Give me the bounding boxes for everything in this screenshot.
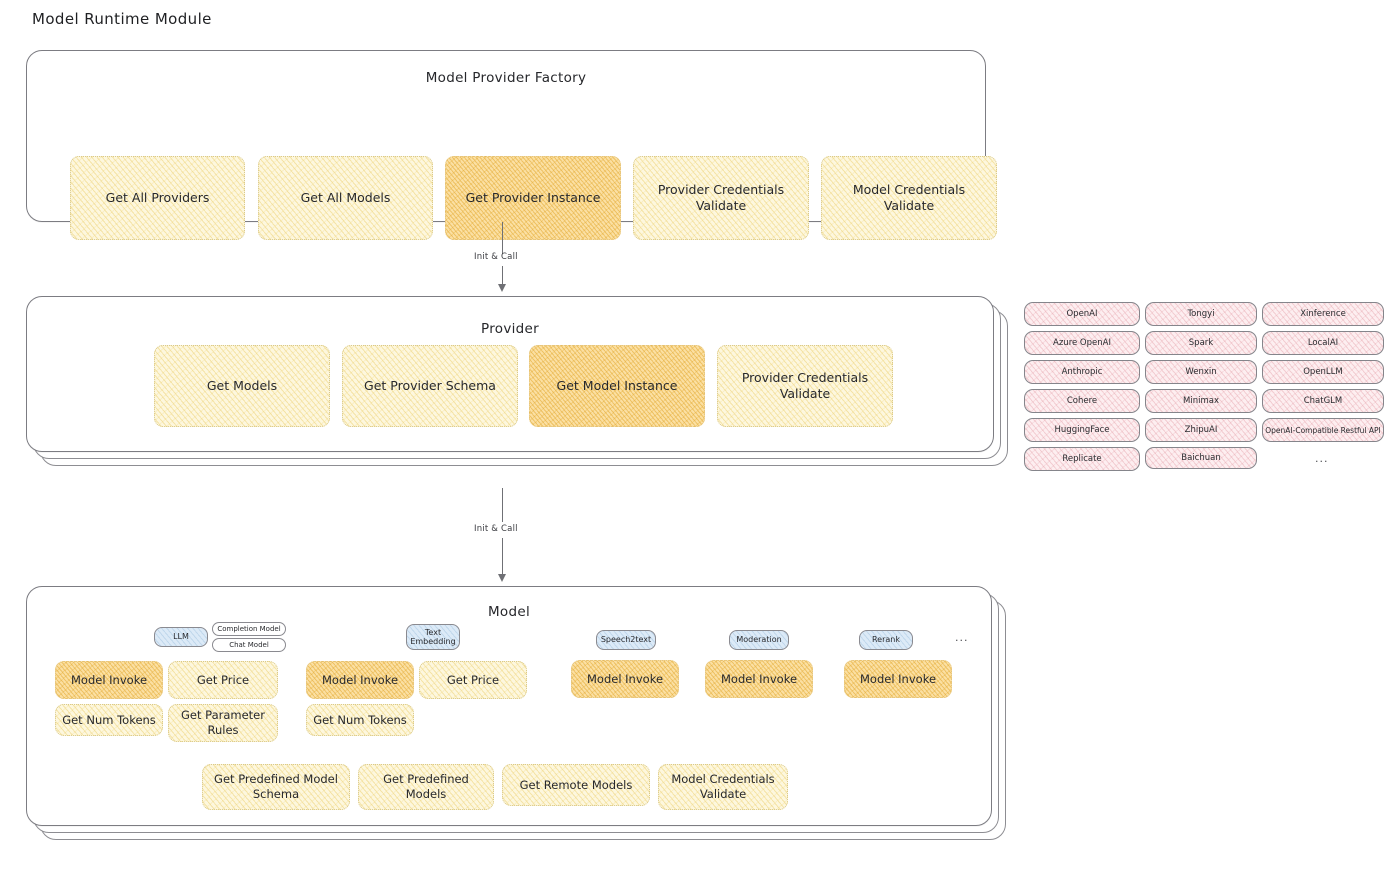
model-op-moderation-model-invoke[interactable]: Model Invoke	[705, 660, 813, 698]
provider-node-get-provider-schema[interactable]: Get Provider Schema	[342, 345, 518, 427]
model-op-llm-model-invoke[interactable]: Model Invoke	[55, 661, 163, 699]
provider-chip-xinference[interactable]: Xinference	[1262, 302, 1384, 326]
provider-chip-huggingface[interactable]: HuggingFace	[1024, 418, 1140, 442]
provider-chip-openai-compatible-restful-api[interactable]: OpenAI-Compatible Restful API	[1262, 418, 1384, 442]
provider-chip-replicate[interactable]: Replicate	[1024, 447, 1140, 471]
provider-chip-localai[interactable]: LocalAI	[1262, 331, 1384, 355]
provider-chip-azure-openai[interactable]: Azure OpenAI	[1024, 331, 1140, 355]
provider-node-get-model-instance[interactable]: Get Model Instance	[529, 345, 705, 427]
provider-chip-anthropic[interactable]: Anthropic	[1024, 360, 1140, 384]
model-op-llm-get-num-tokens[interactable]: Get Num Tokens	[55, 704, 163, 736]
model-op-text-embedding-get-num-tokens[interactable]: Get Num Tokens	[306, 704, 414, 736]
factory-node-get-all-models[interactable]: Get All Models	[258, 156, 433, 240]
model-common-op-get-predefined-models[interactable]: Get Predefined Models	[358, 764, 494, 810]
provider-chip-openai[interactable]: OpenAI	[1024, 302, 1140, 326]
provider-list: OpenAI Azure OpenAI Anthropic Cohere Hug…	[1024, 300, 1384, 475]
provider-title: Provider	[481, 321, 539, 337]
model-op-text-embedding-get-price[interactable]: Get Price	[419, 661, 527, 699]
model-title: Model	[487, 604, 531, 620]
model-type-badge-speech2text[interactable]: Speech2text	[596, 630, 656, 650]
arrow-factory-to-provider-label: Init & Call	[474, 252, 518, 262]
model-type-badge-llm[interactable]: LLM	[154, 627, 208, 647]
factory-node-provider-credentials-validate[interactable]: Provider Credentials Validate	[633, 156, 809, 240]
provider-container: Provider Get Models Get Provider Schema …	[26, 296, 1008, 472]
model-type-badge-text-embedding[interactable]: Text Embedding	[406, 624, 460, 650]
model-op-rerank-model-invoke[interactable]: Model Invoke	[844, 660, 952, 698]
provider-chip-zhipuai[interactable]: ZhipuAI	[1145, 418, 1257, 442]
model-common-op-get-remote-models[interactable]: Get Remote Models	[502, 764, 650, 806]
provider-chip-wenxin[interactable]: Wenxin	[1145, 360, 1257, 384]
provider-list-more: ...	[1315, 452, 1329, 465]
arrow-provider-to-model-head	[498, 574, 506, 582]
model-container: Model LLM Completion Model Chat Model Mo…	[26, 586, 1006, 848]
model-provider-factory-container: Model Provider Factory Get All Providers…	[26, 50, 997, 240]
model-subtype-badge-completion-model[interactable]: Completion Model	[212, 622, 286, 636]
model-op-text-embedding-model-invoke[interactable]: Model Invoke	[306, 661, 414, 699]
provider-chip-openllm[interactable]: OpenLLM	[1262, 360, 1384, 384]
model-common-op-model-credentials-validate[interactable]: Model Credentials Validate	[658, 764, 788, 810]
provider-chip-cohere[interactable]: Cohere	[1024, 389, 1140, 413]
provider-chip-chatglm[interactable]: ChatGLM	[1262, 389, 1384, 413]
arrow-factory-to-provider-head	[498, 284, 506, 292]
model-op-speech2text-model-invoke[interactable]: Model Invoke	[571, 660, 679, 698]
provider-chip-baichuan[interactable]: Baichuan	[1145, 447, 1257, 469]
factory-node-get-all-providers[interactable]: Get All Providers	[70, 156, 245, 240]
factory-node-model-credentials-validate[interactable]: Model Credentials Validate	[821, 156, 997, 240]
model-subtype-badge-chat-model[interactable]: Chat Model	[212, 638, 286, 652]
provider-chip-spark[interactable]: Spark	[1145, 331, 1257, 355]
model-provider-factory-title: Model Provider Factory	[425, 70, 587, 86]
provider-node-get-models[interactable]: Get Models	[154, 345, 330, 427]
arrow-provider-to-model-label: Init & Call	[474, 524, 518, 534]
factory-node-get-provider-instance[interactable]: Get Provider Instance	[445, 156, 621, 240]
arrow-factory-to-provider-line	[502, 222, 504, 254]
page-title: Model Runtime Module	[32, 10, 212, 28]
model-common-op-get-predefined-model-schema[interactable]: Get Predefined Model Schema	[202, 764, 350, 810]
model-op-llm-get-price[interactable]: Get Price	[168, 661, 278, 699]
provider-node-provider-credentials-validate[interactable]: Provider Credentials Validate	[717, 345, 893, 427]
model-type-badge-moderation[interactable]: Moderation	[729, 630, 789, 650]
model-op-llm-get-parameter-rules[interactable]: Get Parameter Rules	[168, 704, 278, 742]
arrow-provider-to-model-line	[502, 488, 504, 522]
model-types-more: ...	[955, 631, 969, 644]
arrow-provider-to-model-line2	[502, 538, 504, 576]
arrow-factory-to-provider-line2	[502, 266, 504, 286]
provider-chip-minimax[interactable]: Minimax	[1145, 389, 1257, 413]
provider-chip-tongyi[interactable]: Tongyi	[1145, 302, 1257, 326]
model-type-badge-rerank[interactable]: Rerank	[859, 630, 913, 650]
